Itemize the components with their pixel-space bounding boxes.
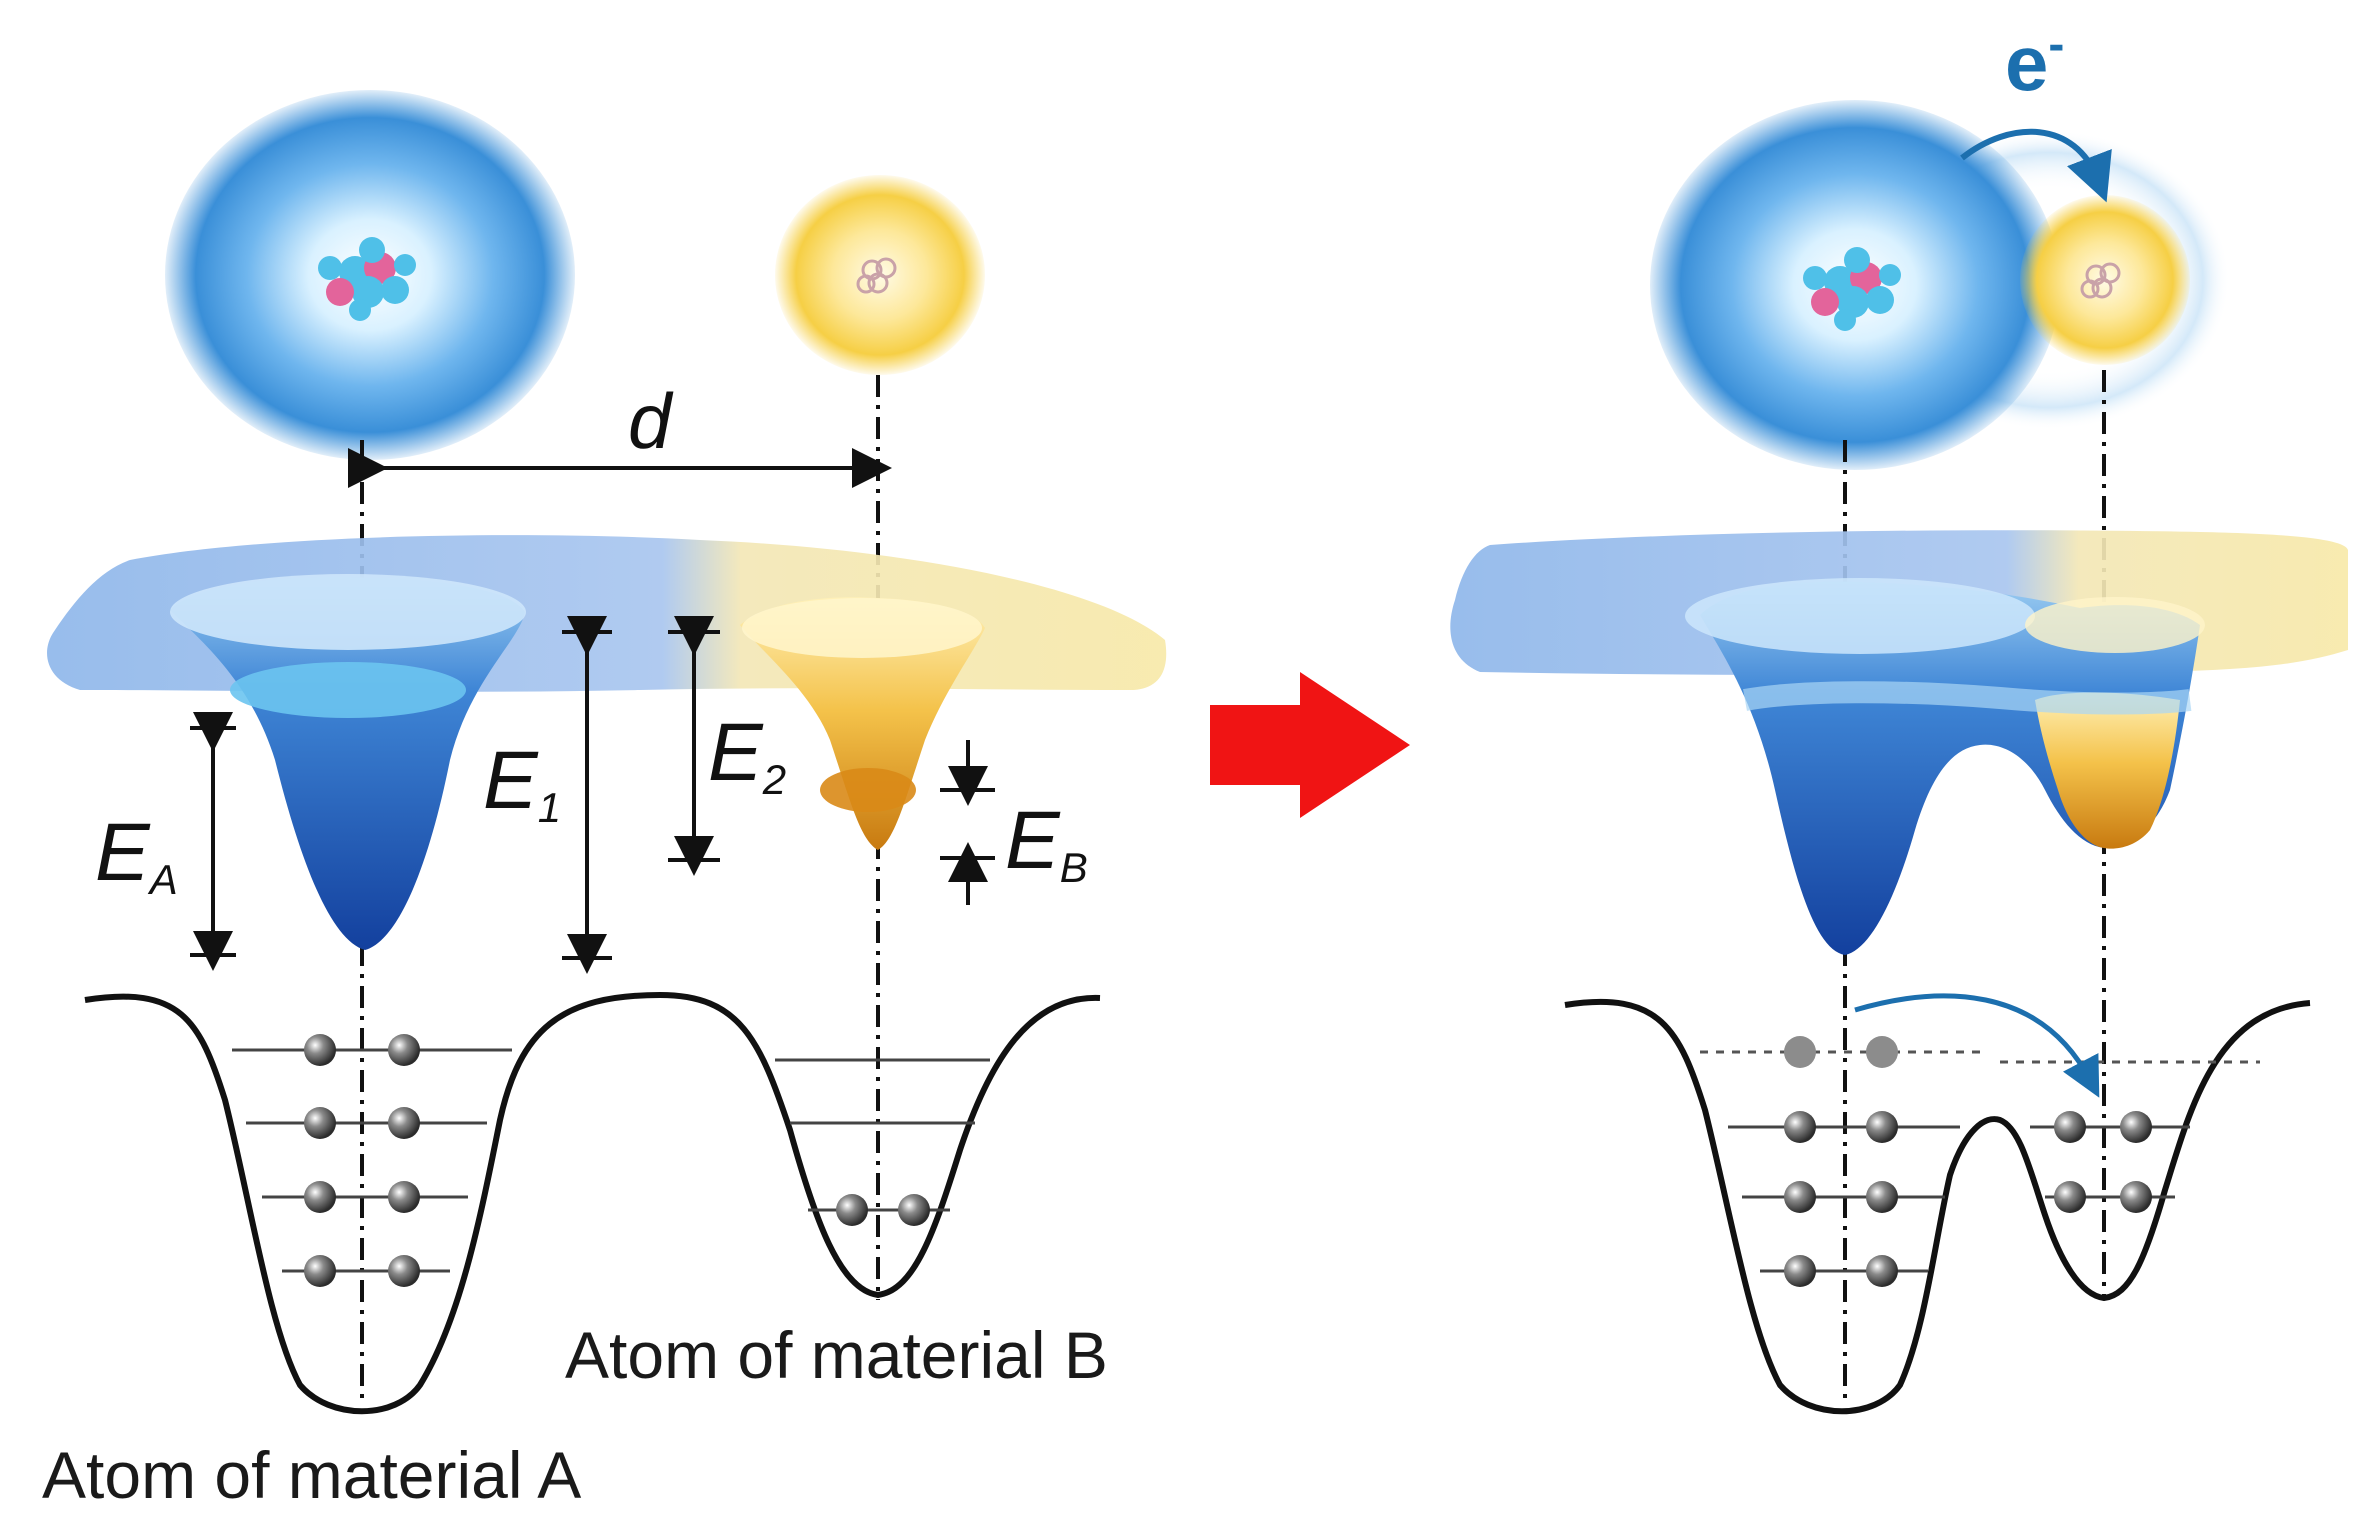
atom-b-nucleus [856,257,897,294]
energy-curve-left [84,991,1101,1415]
atom-a-nucleus [318,237,416,321]
energy-1-subscript: 1 [538,784,561,831]
electrons-atom-a-bonded [1784,1111,1898,1287]
energy-2-symbol: E [708,707,764,798]
atom-b-cloud-bonded [2020,195,2190,365]
atom-b-nucleus-bonded [2080,262,2121,299]
right-arrow-icon [1210,672,1410,818]
energy-levels-a [232,1048,512,1273]
energy-1-marker [562,616,612,974]
energy-a-symbol: E [95,807,151,898]
energy-2-label: E2 [708,707,786,803]
energy-b-symbol: E [1005,795,1061,886]
electrons-atom-b-bonded [2054,1111,2152,1213]
curved-arrow-icon [1960,128,2112,203]
atom-a-cloud-bonded [1650,100,2060,470]
energy-1-symbol: E [483,735,539,826]
potential-well-b [740,597,985,850]
electron-superscript: - [2048,18,2064,71]
distance-label: d [628,377,674,465]
energy-2-marker [668,616,720,876]
atom-a-nucleus-bonded [1803,247,1901,331]
atom-b-cloud [775,175,985,375]
energy-a-label: EA [95,807,178,903]
energy-a-subscript: A [147,856,178,903]
energy-b-marker [940,740,995,905]
atom-b-label: Atom of material B [565,1318,1108,1392]
atom-a-label: Atom of material A [42,1438,581,1512]
electron-symbol: e [2005,19,2048,107]
potential-well-merged-b [2035,692,2180,849]
energy-b-label: EB [1005,795,1088,891]
electrons-atom-b [836,1194,930,1226]
potential-well-a [170,577,525,950]
energy-a-marker [190,712,236,971]
energy-curve-right [1564,998,2311,1415]
potential-well-merged [1700,581,2200,955]
energy-b-subscript: B [1060,844,1088,891]
transfer-arrow-icon [1854,993,2100,1098]
electrons-atom-a [304,1034,420,1287]
energy-2-subscript: 2 [762,756,786,803]
atom-a-cloud [165,90,575,460]
energy-1-label: E1 [483,735,561,831]
electron-label: e- [2005,18,2064,107]
left-panel: d EA E1 E2 [42,90,1167,1512]
vacated-electrons [1784,1036,1898,1068]
right-panel: e- [1450,18,2348,1415]
